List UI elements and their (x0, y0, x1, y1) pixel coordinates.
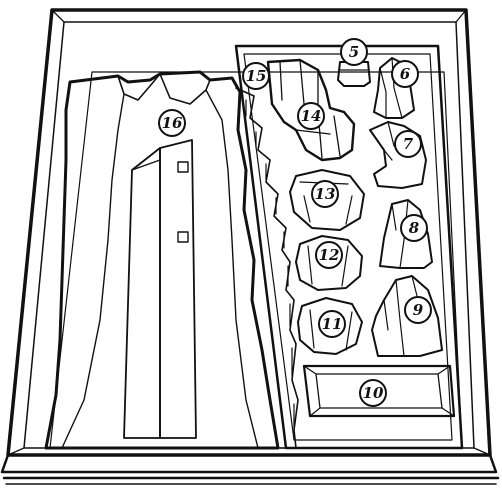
box-floor (49, 71, 463, 449)
label-number: 5 (349, 43, 359, 61)
label-number: 15 (246, 67, 267, 85)
box-outline (0, 8, 500, 485)
peaked-rock-piece (371, 275, 443, 357)
small-hexagonal-piece (337, 61, 371, 87)
label-6: 6 (391, 60, 419, 88)
curved-rock-piece (369, 121, 427, 189)
round-rock-piece (289, 169, 365, 231)
label-13: 13 (311, 180, 339, 208)
round-rock-piece (295, 235, 363, 291)
label-circle (297, 102, 325, 130)
round-rock-piece (297, 297, 363, 355)
label-circle (311, 180, 339, 208)
label-circle (315, 241, 343, 269)
label-14: 14 (297, 102, 325, 130)
label-circle (242, 62, 270, 90)
large-tower-piece (44, 70, 280, 450)
label-15: 15 (242, 62, 270, 90)
label-number: 16 (162, 114, 183, 132)
label-9: 9 (404, 296, 432, 324)
label-number: 6 (400, 65, 411, 83)
label-16: 16 (158, 109, 186, 137)
stacked-rock-pieces (266, 58, 356, 162)
label-11: 11 (318, 310, 346, 338)
rectangular-tray (302, 364, 456, 418)
tall-rock-piece (379, 199, 433, 269)
label-7: 7 (394, 130, 422, 158)
label-circle (400, 214, 428, 242)
label-circle (359, 379, 387, 407)
insert-tray (234, 44, 464, 450)
label-12: 12 (315, 241, 343, 269)
label-number: 10 (363, 384, 384, 402)
terraced-cliff-piece (235, 87, 299, 449)
label-circle (391, 60, 419, 88)
label-5: 5 (340, 38, 368, 66)
label-number: 11 (322, 315, 343, 333)
label-number: 12 (319, 246, 340, 264)
number-labels: 5 6 7 8 9 10 11 12 13 14 15 16 (158, 38, 432, 407)
label-10: 10 (359, 379, 387, 407)
label-number: 13 (315, 185, 336, 203)
label-number: 9 (413, 301, 424, 319)
label-circle (340, 38, 368, 66)
label-8: 8 (400, 214, 428, 242)
label-circle (394, 130, 422, 158)
label-number: 7 (403, 135, 414, 153)
label-number: 8 (409, 219, 420, 237)
label-number: 14 (301, 107, 322, 125)
label-circle (158, 109, 186, 137)
label-circle (404, 296, 432, 324)
label-circle (318, 310, 346, 338)
